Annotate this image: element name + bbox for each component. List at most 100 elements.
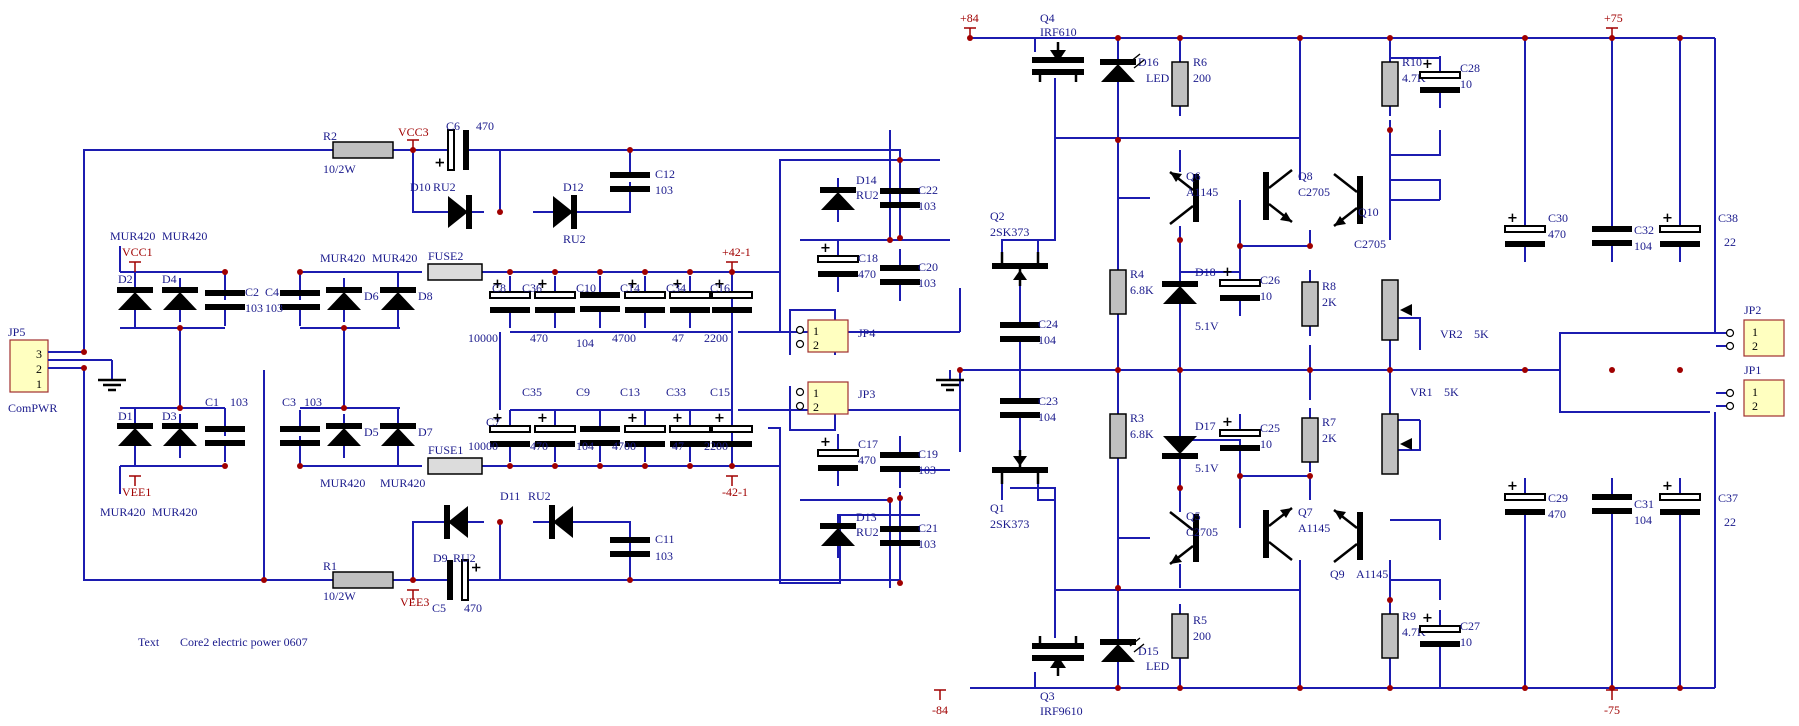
d12-ref: D12 xyxy=(563,180,584,194)
jp1-pin2: 2 xyxy=(1752,399,1758,413)
connector-jp3 xyxy=(807,381,849,415)
c5-val: 470 xyxy=(464,601,482,615)
q8-val: C2705 xyxy=(1298,185,1330,199)
c16-ref: C16 xyxy=(710,281,730,295)
note-key: Text xyxy=(138,635,160,649)
c17-val: 470 xyxy=(858,453,876,467)
c8-val: 10000 xyxy=(468,331,498,345)
c17-ref: C17 xyxy=(858,437,878,451)
r3-val: 6.8K xyxy=(1130,427,1154,441)
jp5-pin2: 2 xyxy=(36,362,42,376)
c23-ref: C23 xyxy=(1038,394,1058,408)
c28-val: 10 xyxy=(1460,77,1472,91)
d13-val: RU2 xyxy=(856,525,879,539)
r5-ref: R5 xyxy=(1193,613,1207,627)
d2-ref: D2 xyxy=(118,272,133,286)
c11-val: 103 xyxy=(655,549,673,563)
r8-ref: R8 xyxy=(1322,279,1336,293)
vr2-ref: VR2 xyxy=(1440,327,1463,341)
c30-ref: C30 xyxy=(1548,211,1568,225)
r7-ref: R7 xyxy=(1322,415,1336,429)
q4-ref: Q4 xyxy=(1040,11,1055,25)
c38-val: 22 xyxy=(1724,235,1736,249)
c4-val: 103 xyxy=(265,301,283,315)
connector-jp4 xyxy=(807,319,849,353)
c15-val: 2200 xyxy=(704,439,728,453)
r7-val: 2K xyxy=(1322,431,1337,445)
junction-dots xyxy=(81,35,1683,691)
jp3-pin2: 2 xyxy=(813,400,819,414)
q1-ref: Q1 xyxy=(990,501,1005,515)
c13-ref: C13 xyxy=(620,385,640,399)
d8-part: MUR420 xyxy=(372,251,417,265)
c30-val: 470 xyxy=(1548,227,1566,241)
c34-val: 47 xyxy=(672,331,684,345)
q4-val: IRF610 xyxy=(1040,25,1077,39)
c10-val: 104 xyxy=(576,336,594,350)
r6-ref: R6 xyxy=(1193,55,1207,69)
d14-ref: D14 xyxy=(856,173,877,187)
c36-ref: C36 xyxy=(522,281,542,295)
c5-ref: C5 xyxy=(432,601,446,615)
d15-ref: D15 xyxy=(1138,644,1159,658)
c16-val: 2200 xyxy=(704,331,728,345)
c31-val: 104 xyxy=(1634,513,1652,527)
c7-val: 10000 xyxy=(468,439,498,453)
c26-val: 10 xyxy=(1260,289,1272,303)
vr2-val: 5K xyxy=(1474,327,1489,341)
d3-ref: D3 xyxy=(162,409,177,423)
vee3-label: VEE3 xyxy=(400,595,429,609)
jp4-ref: JP4 xyxy=(858,326,875,340)
c32-ref: C32 xyxy=(1634,223,1654,237)
q7-val: A1145 xyxy=(1298,521,1330,535)
c20-val: 103 xyxy=(918,276,936,290)
q5-ref: Q5 xyxy=(1186,509,1201,523)
c21-val: 103 xyxy=(918,537,936,551)
jp5-ref: JP5 xyxy=(8,325,25,339)
c32-val: 104 xyxy=(1634,239,1652,253)
c38-ref: C38 xyxy=(1718,211,1738,225)
jp4-pin2: 2 xyxy=(813,338,819,352)
d1-ref: D1 xyxy=(118,409,133,423)
d10-ref: D10 xyxy=(410,180,431,194)
n75-label: -75 xyxy=(1604,703,1620,717)
c33-val: 47 xyxy=(672,439,684,453)
vee1-label: VEE1 xyxy=(122,485,151,499)
jp2-pin1: 1 xyxy=(1752,325,1758,339)
d11-ref: D11 xyxy=(500,489,520,503)
c10-ref: C10 xyxy=(576,281,596,295)
d18-ref: D18 xyxy=(1195,265,1216,279)
c2-val: 103 xyxy=(245,301,263,315)
c1-ref: C1 xyxy=(205,395,219,409)
d9-val: RU2 xyxy=(453,551,476,565)
c37-val: 22 xyxy=(1724,515,1736,529)
c35-ref: C35 xyxy=(522,385,542,399)
c3-val: 103 xyxy=(304,395,322,409)
c4-ref: C4 xyxy=(265,285,279,299)
r6-val: 200 xyxy=(1193,71,1211,85)
q5-val: C2705 xyxy=(1186,525,1218,539)
r2-val: 10/2W xyxy=(323,162,356,176)
c22-ref: C22 xyxy=(918,183,938,197)
q8-ref: Q8 xyxy=(1298,169,1313,183)
c18-ref: C18 xyxy=(858,251,878,265)
c35-val: 470 xyxy=(530,439,548,453)
n84-label: -84 xyxy=(932,703,948,717)
d12-val: RU2 xyxy=(563,232,586,246)
q1-val: 2SK373 xyxy=(990,517,1029,531)
c21-ref: C21 xyxy=(918,521,938,535)
d1-part: MUR420 xyxy=(100,505,145,519)
vcc1-label: VCC1 xyxy=(122,245,153,259)
d16-val: LED xyxy=(1146,71,1170,85)
d10-val: RU2 xyxy=(433,180,456,194)
c3-ref: C3 xyxy=(282,395,296,409)
p42-label: +42-1 xyxy=(722,245,751,259)
d4-part: MUR420 xyxy=(162,229,207,243)
d16-ref: D16 xyxy=(1138,55,1159,69)
jp1-pin1: 1 xyxy=(1752,385,1758,399)
d7-part: MUR420 xyxy=(380,476,425,490)
jp2-pin2: 2 xyxy=(1752,339,1758,353)
q7-ref: Q7 xyxy=(1298,505,1313,519)
c27-ref: C27 xyxy=(1460,619,1480,633)
c28-ref: C28 xyxy=(1460,61,1480,75)
